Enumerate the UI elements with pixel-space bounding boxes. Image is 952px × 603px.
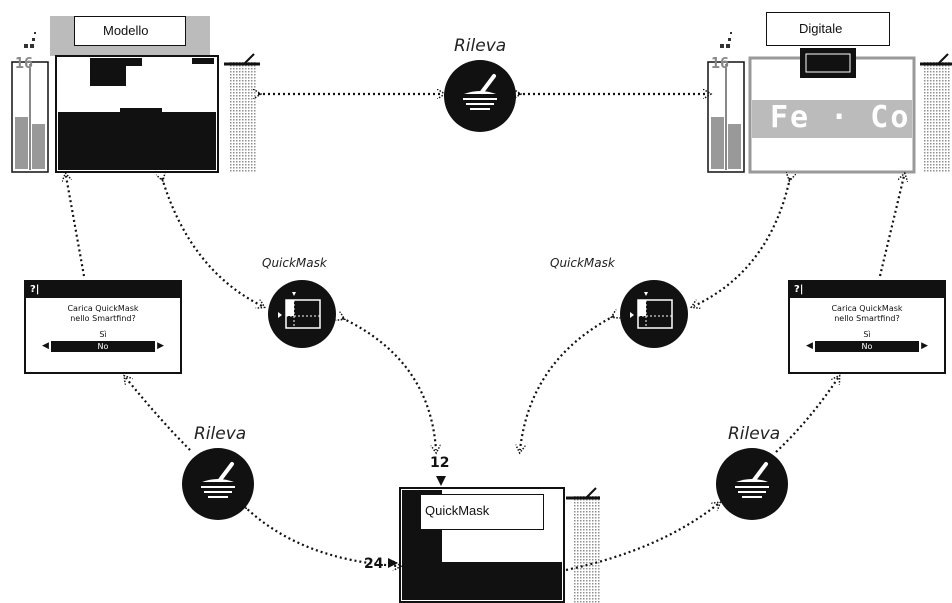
dialog-right-line1: Carica QuickMask	[831, 304, 903, 313]
arrow-left-icon[interactable]: ◀	[806, 341, 813, 351]
arrow-right-icon[interactable]: ▶	[157, 341, 164, 351]
screen-tag-modello: Modello	[74, 16, 186, 46]
metal-readout: Fe · Co	[770, 100, 911, 135]
detect-icon-left	[180, 446, 256, 522]
dialog-right-option-no[interactable]: ◀ No ▶	[806, 341, 928, 352]
label-rileva-right: Rileva	[728, 424, 781, 444]
level-value-left: 16	[15, 54, 34, 72]
label-rileva-top: Rileva	[454, 36, 507, 56]
quickmask-icon-right	[619, 279, 689, 349]
dialog-left-header: ?|	[26, 282, 180, 298]
arrow-right-icon[interactable]: ▶	[921, 341, 928, 351]
dialog-right: ?| Carica QuickMask nello Smartfind? Sì …	[788, 280, 946, 374]
detect-icon-right	[714, 446, 790, 522]
dialog-right-option-yes[interactable]: Sì	[863, 330, 871, 339]
flow-arrows	[66, 94, 904, 570]
dialog-left: ?| Carica QuickMask nello Smartfind? Sì …	[24, 280, 182, 374]
label-rileva-left: Rileva	[194, 424, 247, 444]
dialog-left-line1: Carica QuickMask	[67, 304, 139, 313]
dialog-left-option-yes[interactable]: Sì	[99, 330, 107, 339]
dialog-right-option-no-label: No	[861, 342, 873, 351]
label-quickmask-right: QuickMask	[550, 256, 615, 270]
quickmask-icon-left	[267, 279, 337, 349]
screen-tag-quickmask: QuickMask	[420, 494, 544, 530]
dialog-left-option-no[interactable]: ◀ No ▶	[42, 341, 164, 352]
marker-left-value: 24	[364, 556, 384, 572]
label-quickmask-left: QuickMask	[262, 256, 327, 270]
marker-top-value: 12	[430, 455, 450, 471]
level-value-right: 16	[711, 54, 730, 72]
dialog-left-line2: nello Smartfind?	[70, 314, 136, 323]
dialog-left-message: Carica QuickMask nello Smartfind?	[26, 304, 180, 324]
dialog-right-header: ?|	[790, 282, 944, 298]
arrow-left-icon[interactable]: ◀	[42, 341, 49, 351]
detect-icon-top	[442, 58, 518, 134]
top-left-screen	[11, 16, 260, 173]
dialog-left-option-no-label: No	[97, 342, 109, 351]
top-right-screen	[707, 32, 952, 174]
dialog-right-line2: nello Smartfind?	[834, 314, 900, 323]
dialog-right-message: Carica QuickMask nello Smartfind?	[790, 304, 944, 324]
screen-tag-digitale: Digitale	[766, 12, 890, 46]
